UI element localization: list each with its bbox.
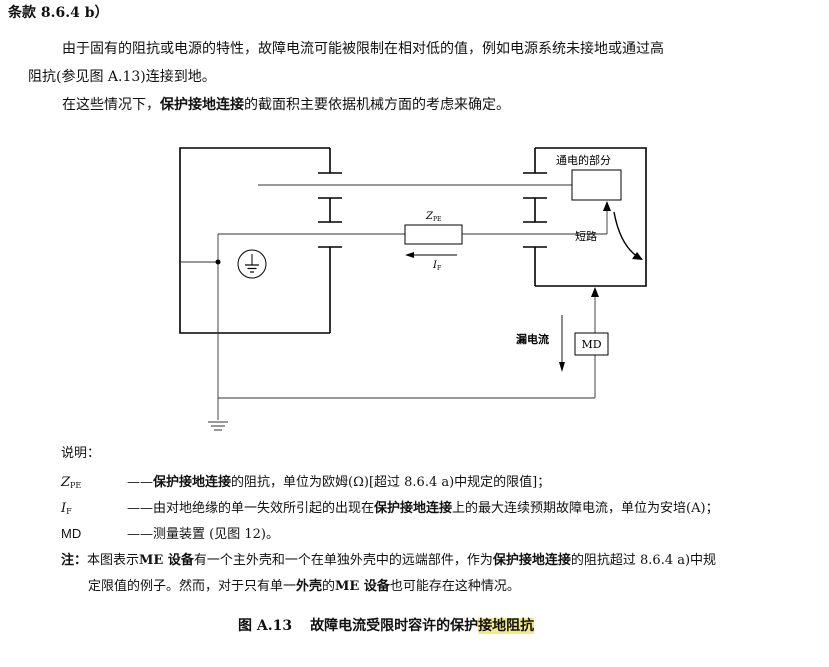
legend-if-subscript: F [66, 507, 72, 516]
short-circuit-label: 短路 [575, 229, 597, 243]
note-line2-text-3: 也可能存在这种情况。 [389, 579, 520, 594]
legend-md: MD ——测量装置 (见图 12)。 [61, 523, 279, 542]
leakage-arrow-head [591, 287, 599, 297]
note-line-1: 注：本图表示ME 设备有一个主外壳和一个在单独外壳中的远端部件，作为保护接地连接… [61, 549, 716, 568]
short-circuit-arrow-top [603, 201, 611, 211]
legend-if-bold: 保护接地连接 [374, 501, 453, 516]
note-bold-term-2: 外壳 [296, 579, 323, 594]
note-line2-text-2: 的 [322, 579, 336, 594]
figure-title-highlight: 接地阻抗 [478, 618, 535, 634]
note-label: 注： [61, 553, 88, 568]
note-text-3: 的阻抗超过 8.6.4 a)中规 [570, 553, 717, 568]
note-line2-text-1: 定限值的例子。然而，对于只有单一 [88, 579, 297, 594]
live-part-label: 通电的部分 [556, 153, 611, 167]
wiring [180, 184, 607, 420]
leakage-current-label: 漏电流 [516, 332, 549, 346]
paragraph-2-prefix: 在这些情况下， [62, 97, 160, 113]
legend-zpe-text: 的阻抗，单位为欧姆(Ω)[超过 8.6.4 a)中规定的限值]； [231, 475, 551, 490]
paragraph-2-suffix: 的截面积主要依据机械方面的考虑来确定。 [244, 97, 510, 113]
legend-if: IF ——由对地绝缘的单一失效所引起的出现在保护接地连接上的最大连续预期故障电流，… [61, 497, 719, 516]
clause-heading: 条款 8.6.4 b） [8, 5, 109, 21]
legend-if-text-2: 上的最大连续预期故障电流，单位为安培(A)； [452, 501, 719, 516]
md-box [574, 332, 609, 356]
legend-zpe-subscript: PE [70, 481, 82, 490]
if-arrow-head [405, 252, 414, 258]
legend-zpe-dash: —— [127, 475, 153, 490]
legend-title: 说明： [61, 446, 101, 461]
figure-label: 图 A.13 [238, 618, 293, 634]
junction-dot [215, 259, 221, 265]
remote-enclosure [523, 147, 647, 287]
paragraph-1-line-2: 阻抗(参见图 A.13)连接到地。 [28, 69, 216, 85]
short-circuit-curve [613, 211, 639, 258]
legend-if-text-1: 由对地绝缘的单一失效所引起的出现在 [153, 501, 375, 516]
paragraph-1-line-1: 由于固有的阻抗或电源的特性，故障电流可能被限制在相对低的值，例如电源系统未接地或… [62, 41, 664, 57]
figure-caption: 图 A.13 故障电流受限时容许的保护接地阻抗 [238, 615, 535, 635]
legend-md-dash: —— [127, 527, 153, 542]
paragraph-2: 在这些情况下，保护接地连接的截面积主要依据机械方面的考虑来确定。 [62, 94, 510, 114]
note-line-2: 定限值的例子。然而，对于只有单一外壳的ME 设备也可能存在这种情况。 [88, 575, 520, 594]
zpe-resistor [404, 224, 463, 245]
note-bold-term-1: 保护接地连接 [492, 553, 571, 568]
legend-zpe: ZPE ——保护接地连接的阻抗，单位为欧姆(Ω)[超过 8.6.4 a)中规定的限… [61, 471, 550, 490]
legend-if-dash: —— [127, 501, 153, 516]
paragraph-2-bold-term: 保护接地连接 [160, 97, 244, 113]
ground-symbol [208, 421, 228, 431]
short-circuit-arrow-bottom [632, 252, 643, 260]
note-text-1: 本图表示 [87, 553, 140, 568]
legend-if-symbol: I [61, 501, 67, 516]
main-enclosure [179, 147, 342, 334]
legend-md-text: 测量装置 (见图 12)。 [153, 527, 279, 542]
zpe-label: ZPE [425, 211, 441, 223]
live-part-box [571, 169, 622, 201]
legend-md-symbol: MD [61, 526, 82, 541]
note-me-equipment-1: ME 设备 [139, 553, 194, 568]
leakage-direction-arrow [559, 362, 565, 372]
if-label: IF [432, 260, 441, 272]
md-label: MD [581, 338, 601, 351]
legend-zpe-symbol: Z [61, 475, 71, 490]
note-text-2: 有一个主外壳和一个在单独外壳中的远端部件，作为 [193, 553, 493, 568]
figure-title: 故障电流受限时容许的保护 [310, 618, 479, 634]
note-me-equipment-2: ME 设备 [335, 579, 390, 594]
protective-earth-icon [237, 249, 267, 279]
legend-zpe-bold: 保护接地连接 [153, 475, 232, 490]
circuit-diagram: ZPE IF 通电的部分 短路 漏电流 MD [179, 147, 647, 431]
